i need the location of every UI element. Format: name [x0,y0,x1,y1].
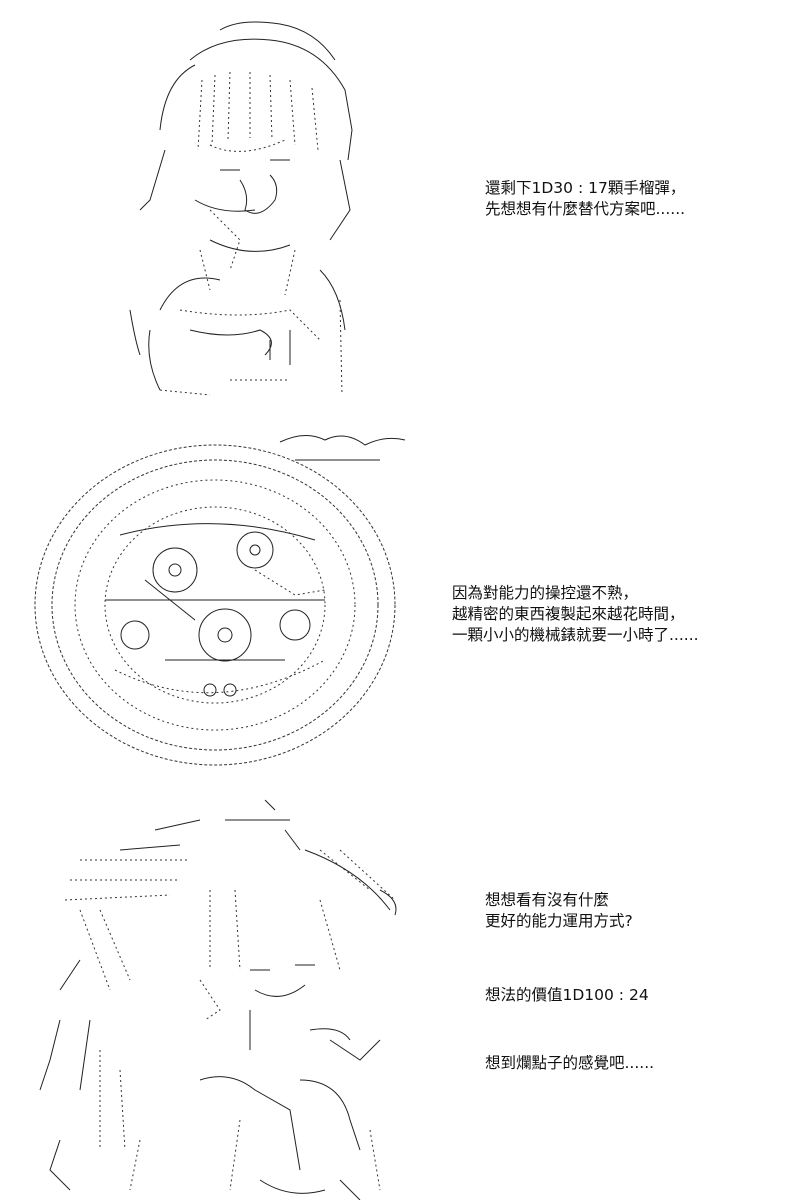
caption-line: 想想看有沒有什麼 [485,891,610,909]
closing-line: 想到爛點子的感覺吧...... [485,1054,655,1072]
girl-in-cap-illustration [40,790,410,1200]
caption-line: 還剩下1D30 : 17顆手榴彈， [485,179,686,197]
caption-line: 更好的能力運用方式? [485,912,633,930]
panel-2-caption: 因為對能力的操控還不熟， 越精密的東西複製起來越花時間， 一顆小小的機械錶就要一… [452,583,699,646]
panel-3: 想想看有沒有什麼 更好的能力運用方式? 想法的價值1D100 : 24 想到爛點… [0,790,800,1200]
caption-line: 因為對能力的操控還不熟， [452,584,639,602]
caption-line: 越精密的東西複製起來越花時間， [452,605,685,623]
caption-line: 一顆小小的機械錶就要一小時了...... [452,626,699,644]
panel-2: 因為對能力的操控還不熟， 越精密的東西複製起來越花時間， 一顆小小的機械錶就要一… [0,420,800,780]
panel-3-caption: 想想看有沒有什麼 更好的能力運用方式? [485,890,633,932]
girl-thinking-illustration [90,10,390,400]
dice-roll-line: 想法的價值1D100 : 24 [485,986,649,1004]
mechanical-watch-illustration [25,420,415,775]
panel-1-caption: 還剩下1D30 : 17顆手榴彈， 先想想有什麼替代方案吧...... [485,178,685,220]
panel-1: 還剩下1D30 : 17顆手榴彈， 先想想有什麼替代方案吧...... [0,0,800,400]
caption-line: 先想想有什麼替代方案吧...... [485,200,686,218]
